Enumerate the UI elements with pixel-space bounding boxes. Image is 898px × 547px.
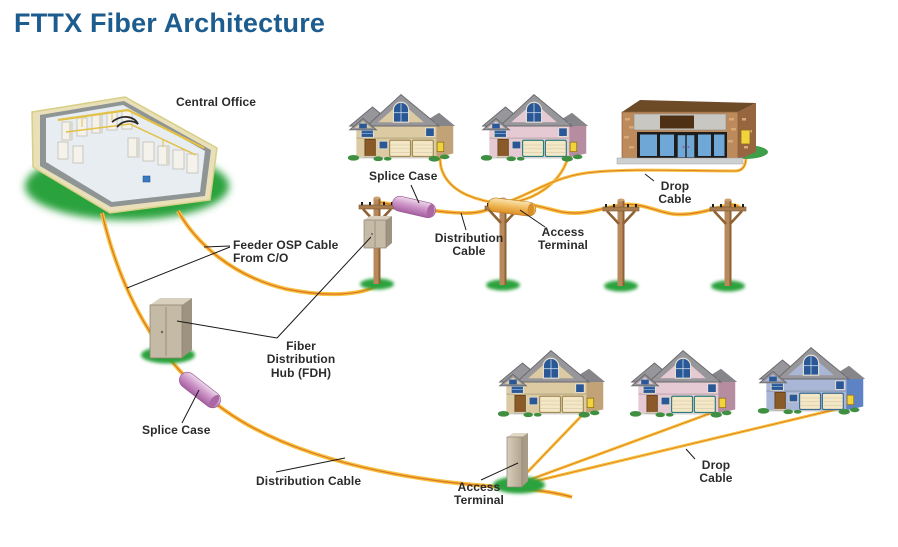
- drop-cable-house3: [515, 405, 592, 485]
- storefront-windows: [640, 134, 725, 156]
- fdh-cabinet-pole-icon: [363, 216, 392, 249]
- drop-cable-house4: [517, 407, 723, 486]
- commercial-building-icon: [616, 100, 768, 165]
- fiber-bundle: [111, 116, 139, 128]
- brick-speckles: [624, 118, 752, 149]
- page-title: FTTX Fiber Architecture: [14, 8, 326, 38]
- leader-distribution-bottom: [275, 457, 346, 473]
- utility-pole-4: [710, 199, 746, 292]
- label-feeder-osp-cable: Feeder OSP Cable From C/O: [233, 238, 339, 266]
- label-distribution-cable-bottom: Distribution Cable: [256, 474, 362, 488]
- feeder-osp-cable-right: [176, 210, 377, 297]
- drop-cable-house5: [518, 404, 851, 487]
- house-icon-3: [497, 350, 606, 419]
- access-terminal-icon-top: [487, 197, 537, 217]
- access-terminal-pedestal-icon: [493, 433, 545, 494]
- leader-drop-top: [644, 173, 655, 182]
- leader-splice-bottom: [181, 389, 200, 424]
- splice-case-icon-bottom: [179, 371, 221, 409]
- distribution-cable-aerial: [376, 200, 745, 217]
- leader-lines: [126, 173, 696, 481]
- label-splice-case-bottom: Splice Case: [142, 423, 211, 437]
- label-fiber-distribution-hub: Fiber Distribution Hub (FDH): [266, 339, 336, 380]
- label-drop-cable-bottom: Drop Cable: [699, 458, 733, 486]
- storefront-sign: [660, 115, 694, 129]
- nid-box-icon: [740, 129, 751, 145]
- label-splice-case-top: Splice Case: [369, 169, 438, 183]
- drop-cable-business: [504, 144, 748, 205]
- leader-feeder-2: [126, 246, 231, 289]
- leader-distribution-top: [460, 212, 467, 231]
- house-icon-4: [629, 350, 738, 419]
- cable-raceways: [57, 108, 205, 156]
- label-distribution-cable-top: Distribution Cable: [434, 231, 504, 259]
- leader-drop-bottom: [685, 448, 696, 460]
- leader-splice-top: [410, 184, 420, 204]
- leader-fdh-ground: [176, 320, 278, 339]
- leader-fdh-pole: [276, 236, 372, 339]
- utility-pole-3: [603, 199, 639, 292]
- leader-access-bottom: [480, 462, 519, 481]
- leader-access-top: [519, 209, 546, 228]
- house-icon-2: [480, 94, 589, 163]
- label-drop-cable-top: Drop Cable: [658, 179, 692, 207]
- drop-cable-house1: [438, 150, 505, 206]
- fdh-cabinet-ground-icon: [141, 298, 195, 364]
- sidewalk: [616, 157, 744, 165]
- splice-case-icon-top: [392, 195, 436, 219]
- house-icon-5: [757, 347, 866, 416]
- label-access-terminal-bottom: Access Terminal: [454, 480, 504, 508]
- label-central-office: Central Office: [176, 95, 257, 109]
- label-access-terminal-top: Access Terminal: [538, 225, 588, 253]
- house-icon-1: [347, 94, 456, 163]
- leader-feeder-1: [203, 245, 231, 248]
- central-office-illustration: [25, 96, 229, 220]
